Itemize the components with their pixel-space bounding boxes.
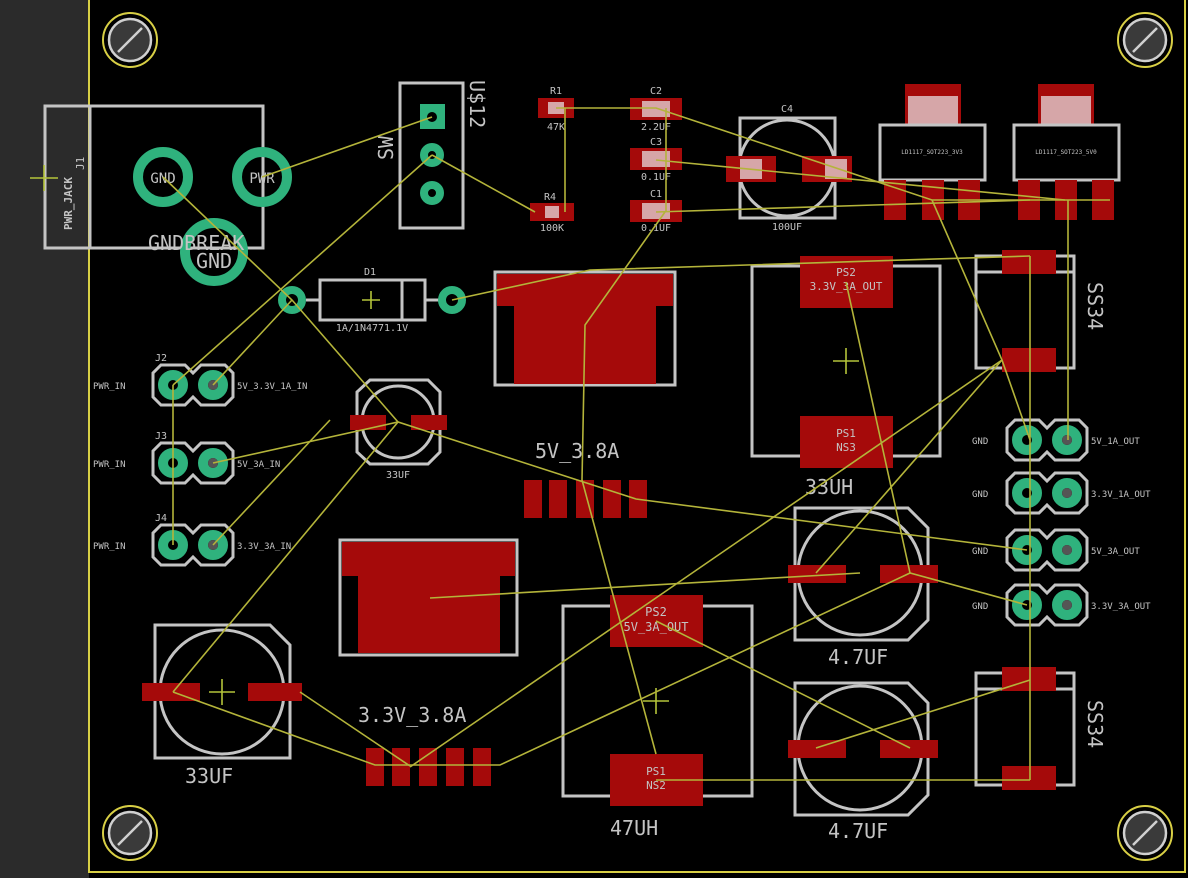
header-left-label: PWR_IN xyxy=(93,460,126,470)
jack-name: J1 xyxy=(74,157,87,170)
capacitor-33uf[interactable]: 33UF xyxy=(142,623,302,788)
buck-regulator-3v3[interactable]: 3.3V_3.8A xyxy=(338,538,519,786)
capacitor-c2[interactable]: C2 2.2UF xyxy=(630,86,682,133)
buck-regulator-5v[interactable]: 5V_3.8A xyxy=(493,270,677,518)
pad-net: NS3 xyxy=(836,441,856,454)
part-name: C2 xyxy=(650,86,662,97)
part-name: R1 xyxy=(550,86,562,97)
header-left-label: PWR_IN xyxy=(93,542,126,552)
part-value: 0.1UF xyxy=(641,223,671,234)
header-name: J4 xyxy=(155,513,167,524)
header-left-label: GND xyxy=(972,490,988,500)
pad-label: PS1 xyxy=(646,765,666,778)
part-value: SS34 xyxy=(1083,700,1107,748)
power-jack[interactable]: GND PWR GND GNDBREAK PWR_JACK J1 xyxy=(30,104,292,286)
pad-net: NS2 xyxy=(646,779,666,792)
mounting-hole[interactable] xyxy=(102,805,158,861)
jack-value: PWR_JACK xyxy=(62,177,75,230)
part-name: C3 xyxy=(650,137,662,148)
part-value: 0.1UF xyxy=(641,172,671,183)
inductor-47uh[interactable]: PS2 5V_3A_OUT PS1 NS2 47UH xyxy=(561,595,754,840)
capacitor-c3[interactable]: C3 0.1UF xyxy=(630,137,682,183)
part-value: 100UF xyxy=(772,222,802,233)
part-name: R4 xyxy=(544,192,556,203)
header-right-label: 5V_3A_OUT xyxy=(1091,547,1140,557)
capacitor-c4[interactable]: C4 100UF xyxy=(726,104,852,233)
part-name: D1 xyxy=(364,267,376,278)
pad-label: PS1 xyxy=(836,427,856,440)
schottky-diode-2[interactable]: SS34 xyxy=(974,667,1107,790)
header-left-label: GND xyxy=(972,437,988,447)
part-name: C1 xyxy=(650,189,662,200)
switch-name: SW xyxy=(374,135,398,160)
capacitor-4-7uf-1[interactable]: 4.7UF xyxy=(788,506,938,669)
switch-header[interactable]: SW U$12 xyxy=(374,80,489,230)
part-value: 47K xyxy=(547,122,565,133)
part-value: SS34 xyxy=(1083,282,1107,330)
output-header[interactable]: GND 5V_3A_OUT xyxy=(972,528,1140,572)
part-value: 2.2UF xyxy=(641,122,671,133)
regulator-5v[interactable]: LD1117_SOT223_5V0 xyxy=(1012,84,1121,220)
board-outline xyxy=(88,0,1186,873)
part-value: 5V_3.8A xyxy=(535,439,619,463)
resistor-r4[interactable]: R4 100K xyxy=(530,192,574,234)
header-name: J2 xyxy=(155,353,167,364)
mounting-hole[interactable] xyxy=(1117,12,1173,68)
resistor-r1[interactable]: R1 47K xyxy=(538,86,574,133)
pad-net: 5V_3A_OUT xyxy=(623,620,688,634)
part-value: 4.7UF xyxy=(828,819,888,843)
airwires xyxy=(162,107,1110,781)
header-name: J3 xyxy=(155,431,167,442)
output-header[interactable]: GND 3.3V_1A_OUT xyxy=(972,471,1151,515)
header-right-label: 3.3V_3A_OUT xyxy=(1091,602,1151,612)
header-left-label: GND xyxy=(972,547,988,557)
part-value: 47UH xyxy=(610,816,658,840)
header-right-label: 3.3V_3A_IN xyxy=(237,542,291,552)
part-value: 1A/1N4771.1V xyxy=(336,323,408,334)
part-name: C4 xyxy=(781,104,793,115)
capacitor-4-7uf-2[interactable]: 4.7UF xyxy=(788,681,938,843)
header-right-label: 5V_1A_OUT xyxy=(1091,437,1140,447)
output-header[interactable]: GND 5V_1A_OUT xyxy=(972,418,1140,462)
input-header[interactable]: PWR_IN 5V_3.3V_1A_IN J2 xyxy=(93,353,307,407)
gndbreak-label: GNDBREAK xyxy=(148,231,244,255)
part-value: 3.3V_3.8A xyxy=(358,703,466,727)
pad-label: PS2 xyxy=(645,605,667,619)
mounting-hole[interactable] xyxy=(102,12,158,68)
header-right-label: 5V_3A_IN xyxy=(237,460,280,470)
part-value: 33UF xyxy=(386,470,410,481)
input-header[interactable]: PWR_IN 3.3V_3A_IN J4 xyxy=(93,513,291,567)
part-value: LD1117_SOT223_3V3 xyxy=(901,149,963,156)
part-value: 4.7UF xyxy=(828,645,888,669)
header-right-label: 3.3V_1A_OUT xyxy=(1091,490,1151,500)
part-value: 33UF xyxy=(185,764,233,788)
header-left-label: PWR_IN xyxy=(93,382,126,392)
part-value: LD1117_SOT223_5V0 xyxy=(1035,149,1097,156)
schottky-diode-1[interactable]: SS34 xyxy=(974,250,1107,372)
diode-d1[interactable]: D1 1A/1N4771.1V xyxy=(278,267,466,334)
header-left-label: GND xyxy=(972,602,988,612)
capacitor-small[interactable]: 33UF xyxy=(350,378,447,481)
switch-part: U$12 xyxy=(465,80,489,128)
header-right-label: 5V_3.3V_1A_IN xyxy=(237,382,307,392)
pad-label: PS2 xyxy=(836,266,856,279)
pin-label: GND xyxy=(196,249,232,273)
output-header[interactable]: GND 3.3V_3A_OUT xyxy=(972,583,1151,627)
input-header[interactable]: PWR_IN 5V_3A_IN J3 xyxy=(93,431,280,485)
mounting-hole[interactable] xyxy=(1117,805,1173,861)
part-value: 100K xyxy=(540,223,564,234)
